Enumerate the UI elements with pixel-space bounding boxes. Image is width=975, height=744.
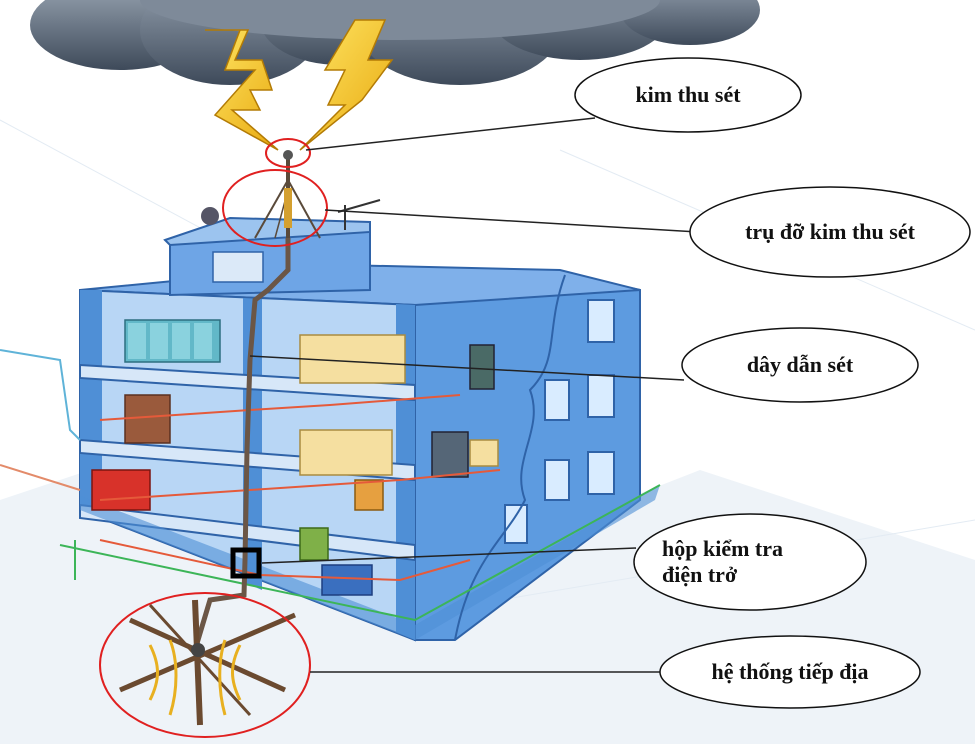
- label-test-box-line1: hộp kiểm tra: [662, 535, 783, 561]
- ellipse-down-conductor: [681, 327, 919, 403]
- lightning-bolt-right: [299, 19, 394, 151]
- leader-lines: [249, 117, 699, 673]
- ellipse-test-box: [633, 513, 867, 611]
- label-lightning-rod: kim thu sét: [635, 81, 741, 107]
- label-test-box-line2: điện trở: [662, 562, 738, 587]
- label-down-conductor: dây dẫn sét: [746, 351, 854, 377]
- highlight-circles: [99, 138, 328, 738]
- grounding-electrodes: [119, 599, 296, 726]
- highlight-rod-tip: [265, 138, 311, 168]
- ellipse-lightning-rod: [574, 57, 802, 133]
- ellipse-rod-mast: [689, 186, 971, 278]
- lightning-rod-tip: [283, 150, 293, 160]
- label-rod-mast: trụ đỡ kim thu sét: [745, 218, 915, 244]
- label-test-box: hộp kiểm tra điện trở: [636, 522, 866, 602]
- down-conductor-wire: [192, 238, 291, 651]
- test-box: [230, 547, 262, 579]
- building-wiring: [0, 349, 661, 622]
- label-ellipses: [574, 57, 971, 709]
- storm-cloud: [30, 0, 760, 85]
- lightning-bolt-left: [205, 29, 279, 151]
- ellipse-grounding-system: [659, 635, 921, 709]
- highlight-mast: [222, 169, 328, 247]
- label-grounding-system: hệ thống tiếp địa: [711, 658, 869, 684]
- highlight-grounding: [99, 592, 311, 738]
- interior-equipment: [91, 319, 499, 596]
